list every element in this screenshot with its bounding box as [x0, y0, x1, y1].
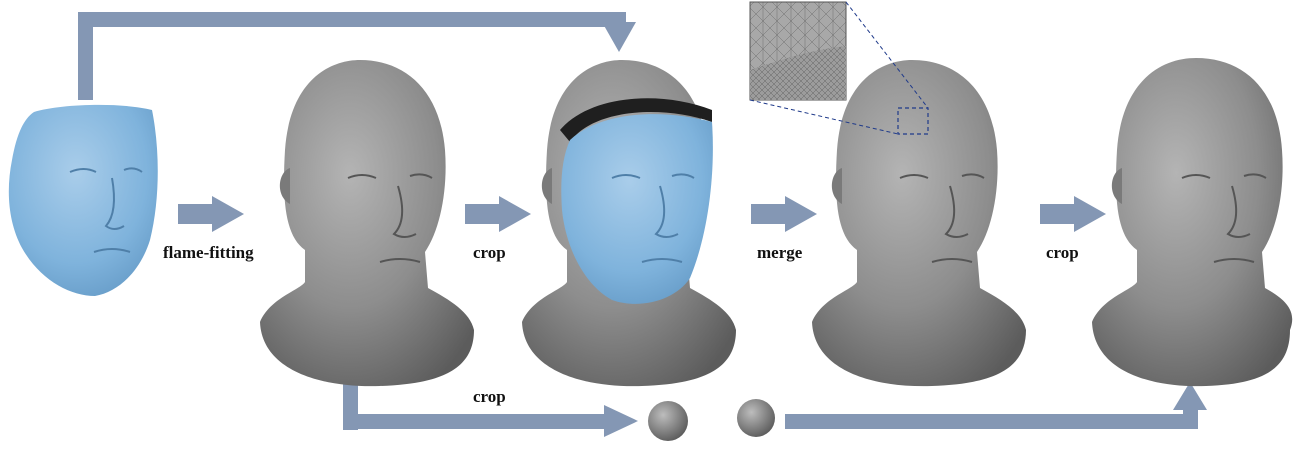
cropped-head-mesh	[522, 60, 736, 386]
final-head-mesh	[1092, 58, 1292, 386]
label-crop: crop	[473, 243, 506, 263]
step-arrow-crop-final	[1040, 196, 1106, 232]
left-eyeball	[648, 401, 688, 441]
face-scan-mesh	[9, 105, 158, 296]
right-eyeball	[737, 399, 775, 437]
label-crop-bottom: crop	[473, 387, 506, 407]
label-crop-final: crop	[1046, 243, 1079, 263]
bottom-return-arrow	[785, 382, 1207, 429]
step-arrow-merge	[751, 196, 817, 232]
merged-head-mesh	[812, 60, 1026, 386]
step-arrow-crop	[465, 196, 531, 232]
flame-head-mesh	[260, 60, 474, 386]
step-arrow-flame-fitting	[178, 196, 244, 232]
label-merge: merge	[757, 243, 802, 263]
label-flame-fitting: flame-fitting	[163, 243, 254, 263]
